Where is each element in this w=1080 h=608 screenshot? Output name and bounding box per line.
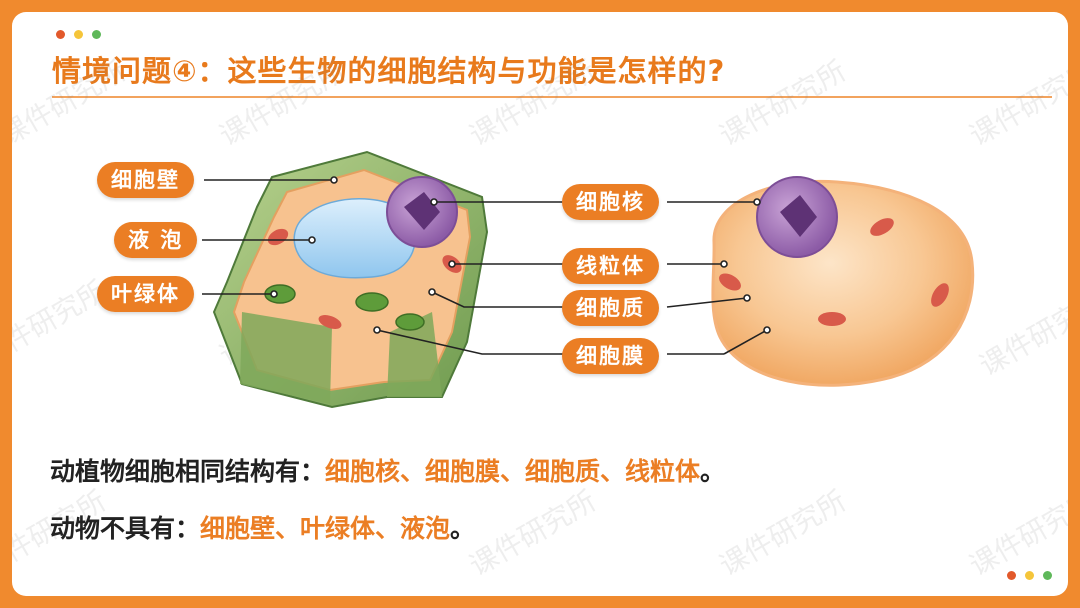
- mitochondrion-shape: [267, 228, 289, 246]
- summary-lacks-prefix: 动物不具有：: [50, 514, 201, 543]
- summary-common-end: 。: [700, 457, 726, 486]
- chloroplast-shape: [355, 292, 389, 312]
- label-cytoplasm: 细胞质: [562, 290, 659, 326]
- leader-lines: [202, 176, 771, 355]
- dot-yellow: [1025, 571, 1034, 580]
- slide-title: 情境问题④：这些生物的细胞结构与功能是怎样的?: [52, 54, 726, 88]
- decor-dots-bottom: [1007, 571, 1052, 580]
- summary-common-items: 细胞核、细胞膜、细胞质、线粒体: [325, 457, 701, 486]
- label-membrane: 细胞膜: [562, 338, 659, 374]
- decor-dots-top: [56, 30, 101, 39]
- summary-common-prefix: 动植物细胞相同结构有：: [50, 457, 326, 486]
- dot-red: [56, 30, 65, 39]
- cell-diagram: [202, 150, 975, 409]
- dot-red: [1007, 571, 1016, 580]
- mitochondrion-shape: [818, 312, 846, 326]
- mitochondrion-shape: [318, 315, 342, 329]
- label-cell-wall: 细胞壁: [97, 162, 194, 198]
- dot-yellow: [74, 30, 83, 39]
- dot-green: [92, 30, 101, 39]
- label-nucleus: 细胞核: [562, 184, 659, 220]
- label-vacuole: 液 泡: [114, 222, 198, 258]
- mitochondrion-shape: [719, 273, 741, 291]
- mitochondrion-shape: [931, 283, 949, 307]
- plant-cell: [212, 150, 489, 409]
- label-mitochondria: 线粒体: [562, 248, 659, 284]
- summary-lacks-end: 。: [450, 514, 476, 543]
- dot-green: [1043, 571, 1052, 580]
- vacuole-shape: [293, 198, 416, 279]
- title-underline: [52, 96, 1052, 98]
- mitochondrion-shape: [870, 218, 894, 236]
- label-chloroplast: 叶绿体: [97, 276, 194, 312]
- summary-lacks-items: 细胞壁、叶绿体、液泡: [200, 514, 451, 543]
- slide-frame: 情境问题④：这些生物的细胞结构与功能是怎样的? 课件研究所 课件研究所 课件研究…: [12, 12, 1068, 596]
- animal-cell: [711, 176, 975, 387]
- summary-line-animal-lacks: 动物不具有：细胞壁、叶绿体、液泡。: [50, 509, 475, 545]
- chloroplast-shape: [395, 313, 425, 331]
- summary-line-common: 动植物细胞相同结构有：细胞核、细胞膜、细胞质、线粒体。: [50, 452, 725, 488]
